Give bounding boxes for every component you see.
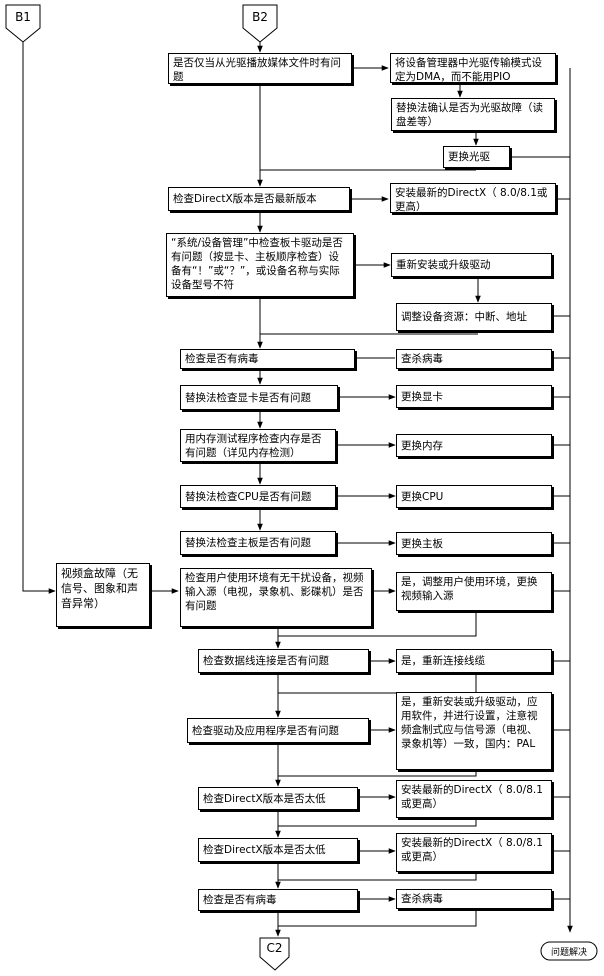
edge-kill2-return: [278, 909, 477, 927]
node-replace-cpu: 更换CPU: [396, 485, 552, 508]
node-driver-fix: 是，重新安装或升级驱动，应用软件，并进行设置，注意视频盒制式应与信号源（电视、录…: [396, 692, 552, 770]
node-driver-check: 检查驱动及应用程序是否有问题: [187, 718, 369, 743]
edge-dx2-return: [278, 872, 477, 881]
node-directx-check: 检查DirectX版本是否最新版本: [168, 187, 350, 211]
node-optical-only: 是否仅当从光驱播放媒体文件时有问题: [168, 53, 352, 84]
node-adjust-resources: 调整设备资源：中断、地址: [396, 303, 552, 331]
edge-envfix-return: [278, 612, 477, 637]
node-virus-check-2: 检查是否有病毒: [198, 889, 358, 911]
node-cable-fix: 是，重新连接线缆: [396, 649, 552, 673]
node-replace-board: 更换主板: [396, 532, 552, 555]
node-install-dx: 安装最新的DirectX（ 8.0/8.1或更高）: [390, 183, 556, 213]
node-replace-optical: 更换光驱: [443, 146, 510, 168]
terminal-shape: [540, 941, 598, 961]
node-replace-gpu: 更换显卡: [396, 385, 552, 408]
node-dma: 将设备管理器中光驱传输模式设定为DMA，而不能用PIO: [390, 53, 556, 83]
edge-cablefix-return: [278, 673, 477, 694]
node-cable-check: 检查数据线连接是否有问题: [198, 649, 369, 673]
connector-c2-label: C2: [266, 941, 283, 955]
node-reinstall-driver: 重新安装或升级驱动: [391, 253, 552, 277]
connector-b1-shape: [5, 4, 41, 43]
node-kill-virus: 查杀病毒: [396, 349, 552, 369]
connector-b2-shape: [242, 4, 278, 43]
node-dx-low-1: 检查DirectX版本是否太低: [198, 787, 358, 810]
connector-c2-shape: [259, 937, 290, 971]
node-video-fault: 视频盒故障（无信号、图象和声音异常）: [56, 563, 150, 627]
node-gpu-swap: 替换法检查显卡是否有问题: [180, 385, 338, 410]
node-virus-check: 检查是否有病毒: [180, 349, 355, 369]
node-device-manager: “系统/设备管理”中检查板卡驱动是否有问题（按显卡、主板顺序检查）设备有“！”或…: [166, 233, 354, 297]
node-dx-install-1: 安装最新的DirectX（ 8.0/8.1或更高）: [396, 780, 552, 818]
node-kill-virus-2: 查杀病毒: [396, 889, 552, 909]
edge-dx1-return: [278, 818, 477, 827]
node-optical-confirm: 替换法确认是否为光驱故障（读盘差等）: [391, 98, 555, 131]
node-env-fix: 是，调整用户使用环境，更换视频输入源: [396, 572, 552, 611]
node-replace-ram: 更换内存: [396, 434, 552, 457]
connector-b2-label: B2: [252, 10, 268, 24]
node-dx-install-2: 安装最新的DirectX（ 8.0/8.1或更高）: [396, 833, 552, 872]
node-memtest: 用内存测试程序检查内存是否有问题（详见内存检测）: [180, 429, 336, 462]
node-cpu-swap: 替换法检查CPU是否有问题: [180, 485, 336, 508]
edge-driverfix-return: [278, 770, 477, 777]
node-dx-low-2: 检查DirectX版本是否太低: [198, 838, 358, 862]
terminal-label: 问题解决: [550, 948, 587, 958]
edge-b1-to-video: [22, 42, 56, 594]
connector-b1-label: B1: [15, 10, 31, 24]
node-board-swap: 替换法检查主板是否有问题: [180, 531, 336, 555]
node-env-check: 检查用户使用环境有无干扰设备，视频输入源（电视，录象机、影碟机）是否有问题: [180, 568, 372, 627]
